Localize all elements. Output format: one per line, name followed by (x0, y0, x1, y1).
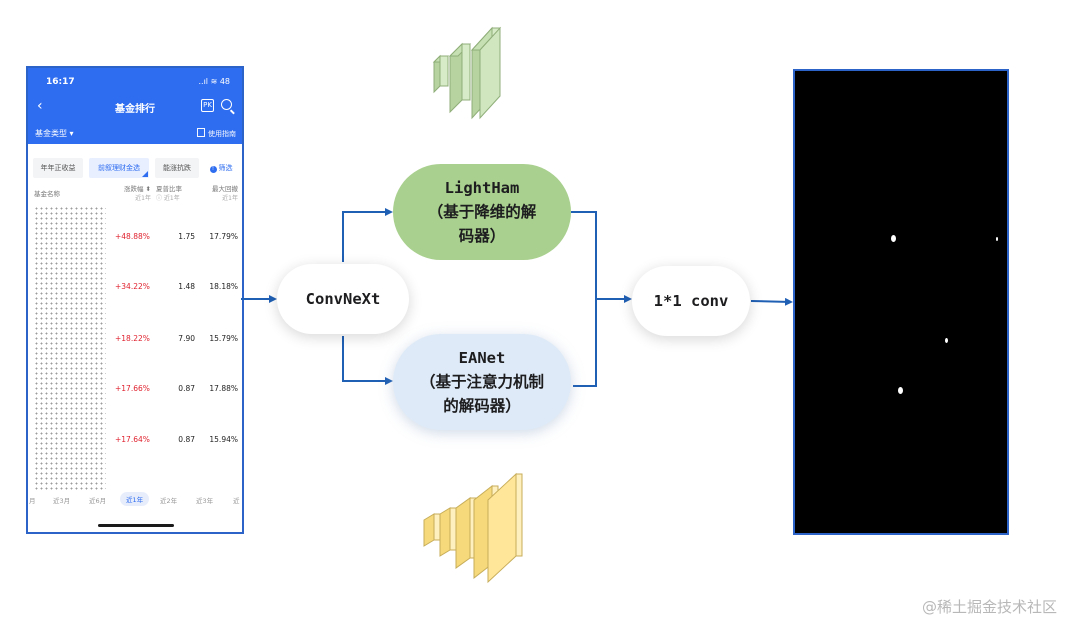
search-icon[interactable] (221, 99, 232, 110)
col-drawdown-label: 最大回撤 (212, 185, 238, 193)
col-drawdown-sub: 近1年 (222, 195, 238, 202)
yellow-decoder-blocks-icon (423, 472, 523, 584)
tab-period[interactable]: 近3月 (53, 497, 71, 505)
lightham-desc-line1: （基于降维的解 (427, 203, 537, 221)
node-lightham: LightHam （基于降维的解 码器） (393, 164, 571, 260)
row-drawdown: 17.88% (209, 384, 238, 393)
chip-1[interactable]: 前叙理财金选 (89, 158, 149, 178)
filter-label: 筛选 (218, 164, 233, 172)
col-return-header[interactable]: 涨跌幅 ⬍ 近1年 (117, 185, 151, 203)
tab-period[interactable]: 近3年 (196, 497, 214, 505)
mask-blob (891, 235, 896, 242)
row-sharpe: 0.87 (178, 435, 195, 444)
table-row[interactable]: +34.22% 1.48 18.18% (28, 282, 242, 296)
mask-blob (996, 237, 998, 241)
tab-period[interactable]: 近 (233, 497, 240, 505)
mask-blob (898, 387, 903, 394)
chip-2[interactable]: 能涨抗跌 (155, 158, 199, 178)
table-row[interactable]: +48.88% 1.75 17.79% (28, 232, 242, 246)
row-drawdown: 17.79% (209, 232, 238, 241)
tab-period[interactable]: 近6月 (89, 497, 107, 505)
tab-period[interactable]: 月 (29, 497, 36, 505)
arrow-convnext-to-eanet (342, 336, 393, 385)
status-icons: ..ıl ≋ 48 (198, 77, 231, 86)
merge-decoder-outputs (571, 211, 597, 387)
row-sharpe: 0.87 (178, 384, 195, 393)
row-drawdown: 18.18% (209, 282, 238, 291)
col-sharpe-header[interactable]: 夏普比率 ⓘ 近1年 (156, 185, 196, 203)
fund-names-redacted (34, 206, 106, 492)
conv-label: 1*1 conv (653, 292, 729, 310)
col-return-sub: 近1年 (135, 195, 151, 202)
status-time: 16:17 (46, 77, 75, 87)
node-eanet: EANet （基于注意力机制 的解码器） (393, 334, 571, 430)
row-return: +48.88% (115, 232, 150, 241)
row-return: +34.22% (115, 282, 150, 291)
guide-label: 使用指南 (208, 130, 236, 138)
back-chevron-icon[interactable]: ‹ (37, 98, 43, 114)
filter-chips: 年年正收益 前叙理财金选 能涨抗跌 !筛选 (33, 158, 239, 180)
convnext-label: ConvNeXt (305, 290, 381, 308)
mask-blob (945, 338, 948, 343)
col-name-header: 基金名称 (34, 190, 60, 198)
eanet-title: EANet (458, 349, 506, 367)
row-return: +18.22% (115, 334, 150, 343)
row-return: +17.64% (115, 435, 150, 444)
table-row[interactable]: +17.66% 0.87 17.88% (28, 384, 242, 398)
row-sharpe: 1.48 (178, 282, 195, 291)
row-return: +17.66% (115, 384, 150, 393)
node-convnext: ConvNeXt (277, 264, 409, 334)
input-phone-screenshot: 16:17 ..ıl ≋ 48 ‹ 基金排行 PK 基金类型 ▾ 使用指南 年年… (26, 66, 244, 534)
col-return-label: 涨跌幅 ⬍ (123, 185, 151, 193)
col-sharpe-label: 夏普比率 (156, 185, 182, 193)
arrow-convnext-to-lightham (342, 208, 393, 262)
table-row[interactable]: +18.22% 7.90 15.79% (28, 334, 242, 348)
page-title: 基金排行 (115, 104, 155, 115)
node-1x1-conv: 1*1 conv (632, 266, 750, 336)
table-row[interactable]: +17.64% 0.87 15.94% (28, 435, 242, 449)
home-indicator (98, 524, 174, 527)
lightham-desc-line2: 码器） (458, 227, 506, 245)
green-encoder-blocks-icon (432, 26, 502, 120)
row-sharpe: 1.75 (178, 232, 195, 241)
output-segmentation-mask (793, 69, 1009, 535)
document-icon (197, 128, 205, 137)
app-header: 16:17 ..ıl ≋ 48 ‹ 基金排行 PK 基金类型 ▾ 使用指南 (28, 68, 242, 144)
col-sharpe-sub: ⓘ 近1年 (156, 195, 180, 202)
row-drawdown: 15.79% (209, 334, 238, 343)
watermark: @稀土掘金技术社区 (921, 598, 1057, 616)
filter-icon: ! (209, 166, 217, 173)
eanet-desc-line1: （基于注意力机制 (419, 373, 544, 391)
compare-icon[interactable]: PK (201, 99, 214, 112)
row-drawdown: 15.94% (209, 435, 238, 444)
guide-link[interactable]: 使用指南 (197, 128, 236, 139)
col-drawdown-header[interactable]: 最大回撤 近1年 (200, 185, 238, 203)
tab-period[interactable]: 近2年 (160, 497, 178, 505)
filter-button[interactable]: !筛选 (203, 158, 239, 178)
tab-period-active[interactable]: 近1年 (120, 492, 150, 506)
fund-type-dropdown[interactable]: 基金类型 ▾ (35, 129, 74, 138)
lightham-title: LightHam (444, 179, 520, 197)
row-sharpe: 7.90 (178, 334, 195, 343)
eanet-desc-line2: 的解码器） (443, 397, 521, 415)
period-tabs: 月 近3月 近6月 近1年 近2年 近3年 近 (28, 492, 242, 508)
arrow-conv-to-output (750, 297, 793, 306)
chip-0[interactable]: 年年正收益 (33, 158, 83, 178)
